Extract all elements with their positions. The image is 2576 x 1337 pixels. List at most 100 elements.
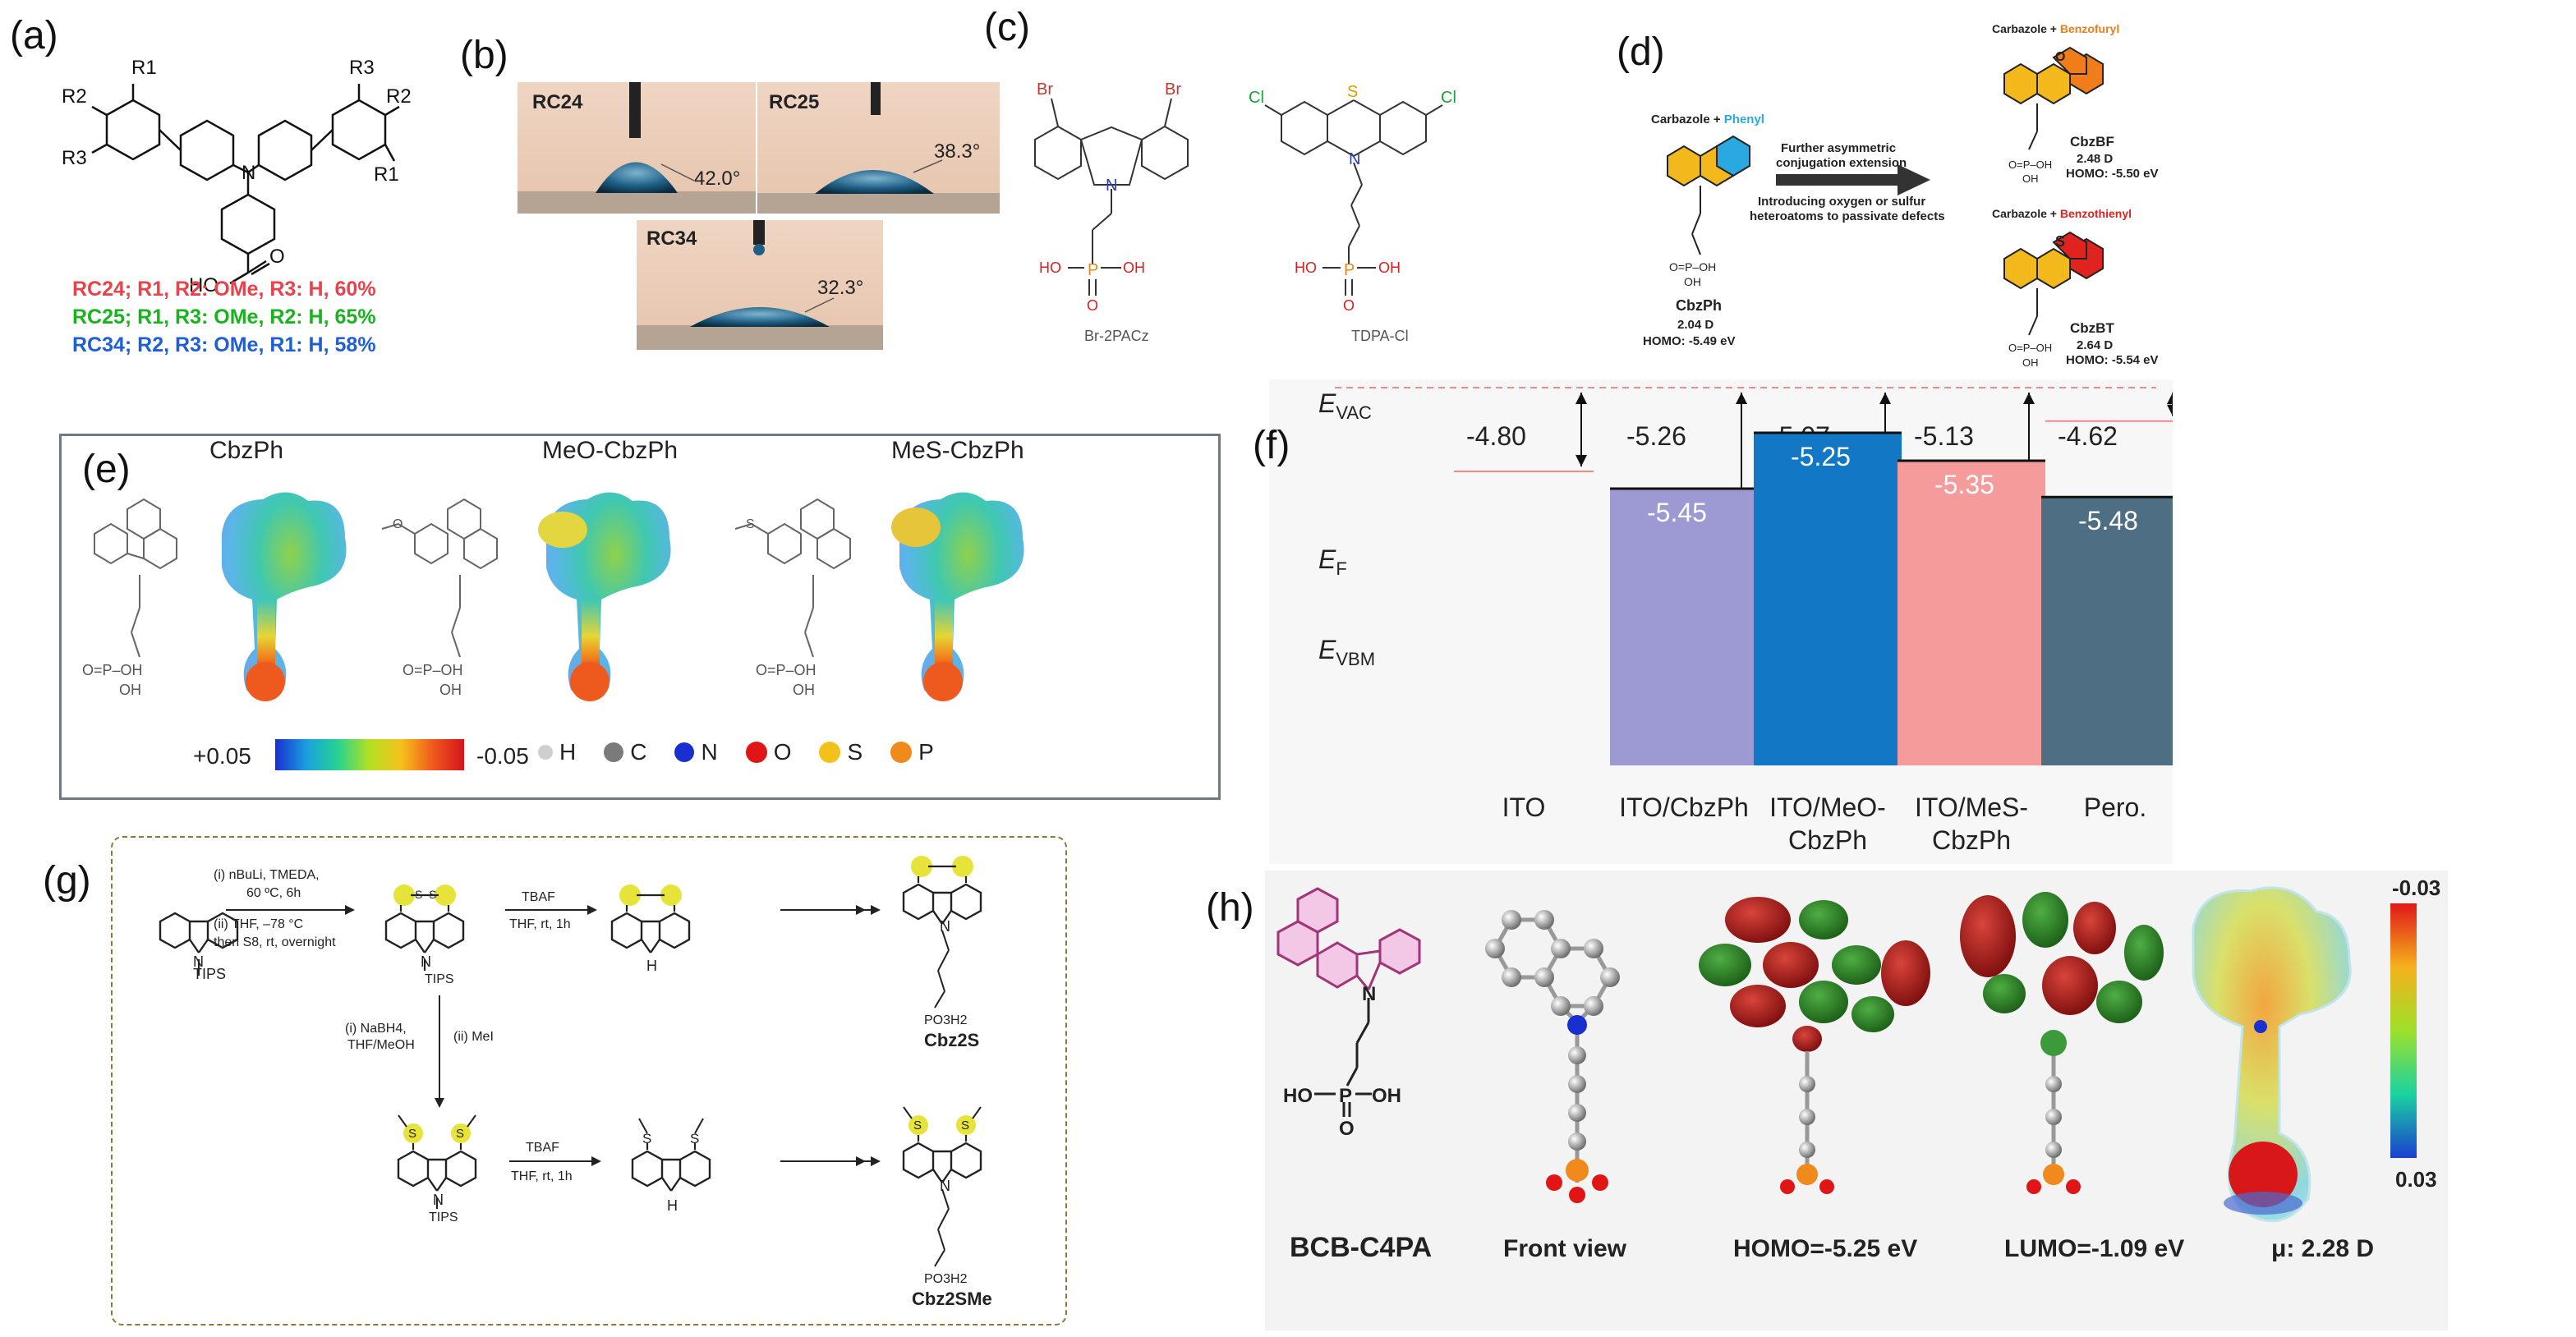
vbm-block xyxy=(1610,489,1758,765)
homo-orbital xyxy=(1699,897,1930,1194)
evbm-label: EVBM xyxy=(1318,635,1375,669)
panel-f-label: (f) xyxy=(1253,424,1290,467)
vbm-value: -5.35 xyxy=(1934,470,1994,499)
cbzbt-structure: S O=P–OH OH xyxy=(2003,231,2104,369)
synthesis-scheme: TIPS N (i) nBuLi, TMEDA, 60 ºC, 6h (ii) … xyxy=(159,856,992,1309)
atom-c-dot xyxy=(604,742,624,762)
cbzbf-homo: HOMO: -5.50 eV xyxy=(2066,167,2159,181)
panel-c-label: (c) xyxy=(984,6,1030,49)
esp-scale-min: -0.05 xyxy=(476,743,529,769)
nh-1: H xyxy=(646,958,657,974)
line-structure-mes xyxy=(734,498,851,658)
sub-r3-right: R3 xyxy=(349,57,375,79)
panel-e-label: (e) xyxy=(82,448,131,491)
cbzbt-homo: HOMO: -5.54 eV xyxy=(2066,353,2159,367)
svg-text:Carbazole + Benzofuryl: Carbazole + Benzofuryl xyxy=(1992,22,2119,35)
n-atom: N xyxy=(242,162,255,184)
arrow-head xyxy=(2167,404,2173,416)
rc25-line: RC25; R1, R3: OMe, R2: H, 65% xyxy=(72,306,376,329)
panel-h-graphics: N HO P OH O xyxy=(1276,875,2440,1263)
rc25-photo-angle: 38.3° xyxy=(934,140,980,163)
panel-b-label: (b) xyxy=(460,34,508,77)
cbzbt-dipole: 2.64 D xyxy=(2077,338,2113,352)
panel-h-label: (h) xyxy=(1206,886,1254,930)
rc24-photo-name: RC24 xyxy=(532,91,583,113)
down-b: THF/MeOH xyxy=(347,1038,415,1052)
atom-p-dot xyxy=(890,742,913,763)
photo-rc24: RC24 42.0° xyxy=(518,82,756,214)
cbzbt-head-accent: Benzothienyl xyxy=(2060,207,2132,220)
svg-text:OH: OH xyxy=(2022,172,2039,185)
esp-scale-bottom: 0.03 xyxy=(2395,1167,2437,1192)
br-left: Br xyxy=(1037,80,1053,99)
atom-o-dot xyxy=(745,742,767,763)
esp-scale-max: +0.05 xyxy=(193,743,251,769)
caption-homo: HOMO=-5.25 eV xyxy=(1733,1235,1917,1262)
arrow-head xyxy=(2023,393,2035,404)
work-function-value: -5.26 xyxy=(1626,421,1686,451)
cbz2sme-structure xyxy=(902,1106,982,1267)
panel-a-structure: R2 R1 R3 R3 R2 R1 N HO O xyxy=(62,57,411,296)
atom-s-label: S xyxy=(847,739,863,765)
atom-legend-s: S xyxy=(819,739,862,765)
step1-d: then S8, rt, overnight xyxy=(214,935,336,949)
svg-text:OH: OH xyxy=(793,682,815,698)
down-c: (ii) MeI xyxy=(453,1030,494,1044)
column-label: ITO/MeS- xyxy=(1915,793,2028,822)
rc24-photo-angle: 42.0° xyxy=(694,168,740,190)
work-function-value: -5.13 xyxy=(1914,421,1974,451)
column-label: Pero. xyxy=(2084,793,2146,822)
ho-c2: HO xyxy=(1295,260,1317,276)
column-label: ITO xyxy=(1502,793,1546,822)
n-cbz2sme: N xyxy=(940,1178,950,1194)
svg-text:S: S xyxy=(746,517,755,531)
n-c1: N xyxy=(1106,177,1117,195)
line-structure-meo xyxy=(381,498,498,658)
atom-legend-h: H xyxy=(538,739,576,765)
ho-c1: HO xyxy=(1039,260,1061,276)
esp-surface-meo xyxy=(538,492,671,701)
reaction-arrow xyxy=(1776,164,1930,195)
acid-ho: HO xyxy=(189,274,218,296)
bcb-p: P xyxy=(1339,1085,1352,1107)
po3h2-2: PO3H2 xyxy=(924,1272,968,1286)
cbzph-name: CbzPh xyxy=(1676,297,1722,314)
svg-text:OH: OH xyxy=(1684,275,1701,288)
ef-label: EF xyxy=(1318,544,1347,579)
rc34-photo-name: RC34 xyxy=(646,227,697,250)
step1-c: (ii) THF, –78 °C xyxy=(214,917,303,931)
column-label: ITO/MeO- xyxy=(1769,793,1886,822)
panel-a-label: (a) xyxy=(10,14,58,57)
esp-surface-mes xyxy=(891,492,1024,701)
cbzbf-head: Carbazole + xyxy=(1992,22,2060,35)
s-nh-1: S xyxy=(642,1131,651,1146)
esp-surface-cbzph xyxy=(222,492,347,701)
esp-colorbar-h xyxy=(2390,903,2417,1158)
sub-r2-right: R2 xyxy=(386,85,411,108)
step1-a: (i) nBuLi, TMEDA, xyxy=(214,868,320,882)
vbm-block xyxy=(1898,461,2045,765)
br-2pacz-name: Br-2PACz xyxy=(1084,328,1149,344)
step1-b: 60 ºC, 6h xyxy=(246,886,301,900)
cl-right: Cl xyxy=(1441,89,1456,107)
vbm-value: -5.48 xyxy=(2078,506,2138,535)
cbzbt-name: CbzBT xyxy=(2070,320,2114,336)
tips-2: TIPS xyxy=(425,972,454,986)
bcb-c4pa-structure xyxy=(1276,887,1421,1117)
rc24-line: RC24; R1, R2: OMe, R3: H, 60% xyxy=(72,278,376,301)
cbzbf-head-accent: Benzofuryl xyxy=(2060,22,2119,35)
s-sme-2: S xyxy=(456,1127,464,1141)
vbm-block xyxy=(2041,497,2173,765)
esp-scale-top: -0.03 xyxy=(2392,875,2440,900)
svg-text:OH: OH xyxy=(119,682,141,698)
esp-maps: O=P–OH OH O O=P–OH OH S O=P–OH OH xyxy=(82,492,1024,701)
atom-legend-o: O xyxy=(745,739,792,765)
panel-g-frame xyxy=(111,836,1067,1326)
sub-r1-right: R1 xyxy=(374,163,399,186)
vbm-value: -5.25 xyxy=(1791,442,1851,471)
atom-o-label: O xyxy=(773,739,792,765)
rc25-photo-name: RC25 xyxy=(769,91,819,113)
svg-text:O=P–OH: O=P–OH xyxy=(2008,342,2052,354)
mol-name-cbzph: CbzPh xyxy=(209,437,284,464)
caption-dipole: μ: 2.28 D xyxy=(2271,1235,2374,1262)
